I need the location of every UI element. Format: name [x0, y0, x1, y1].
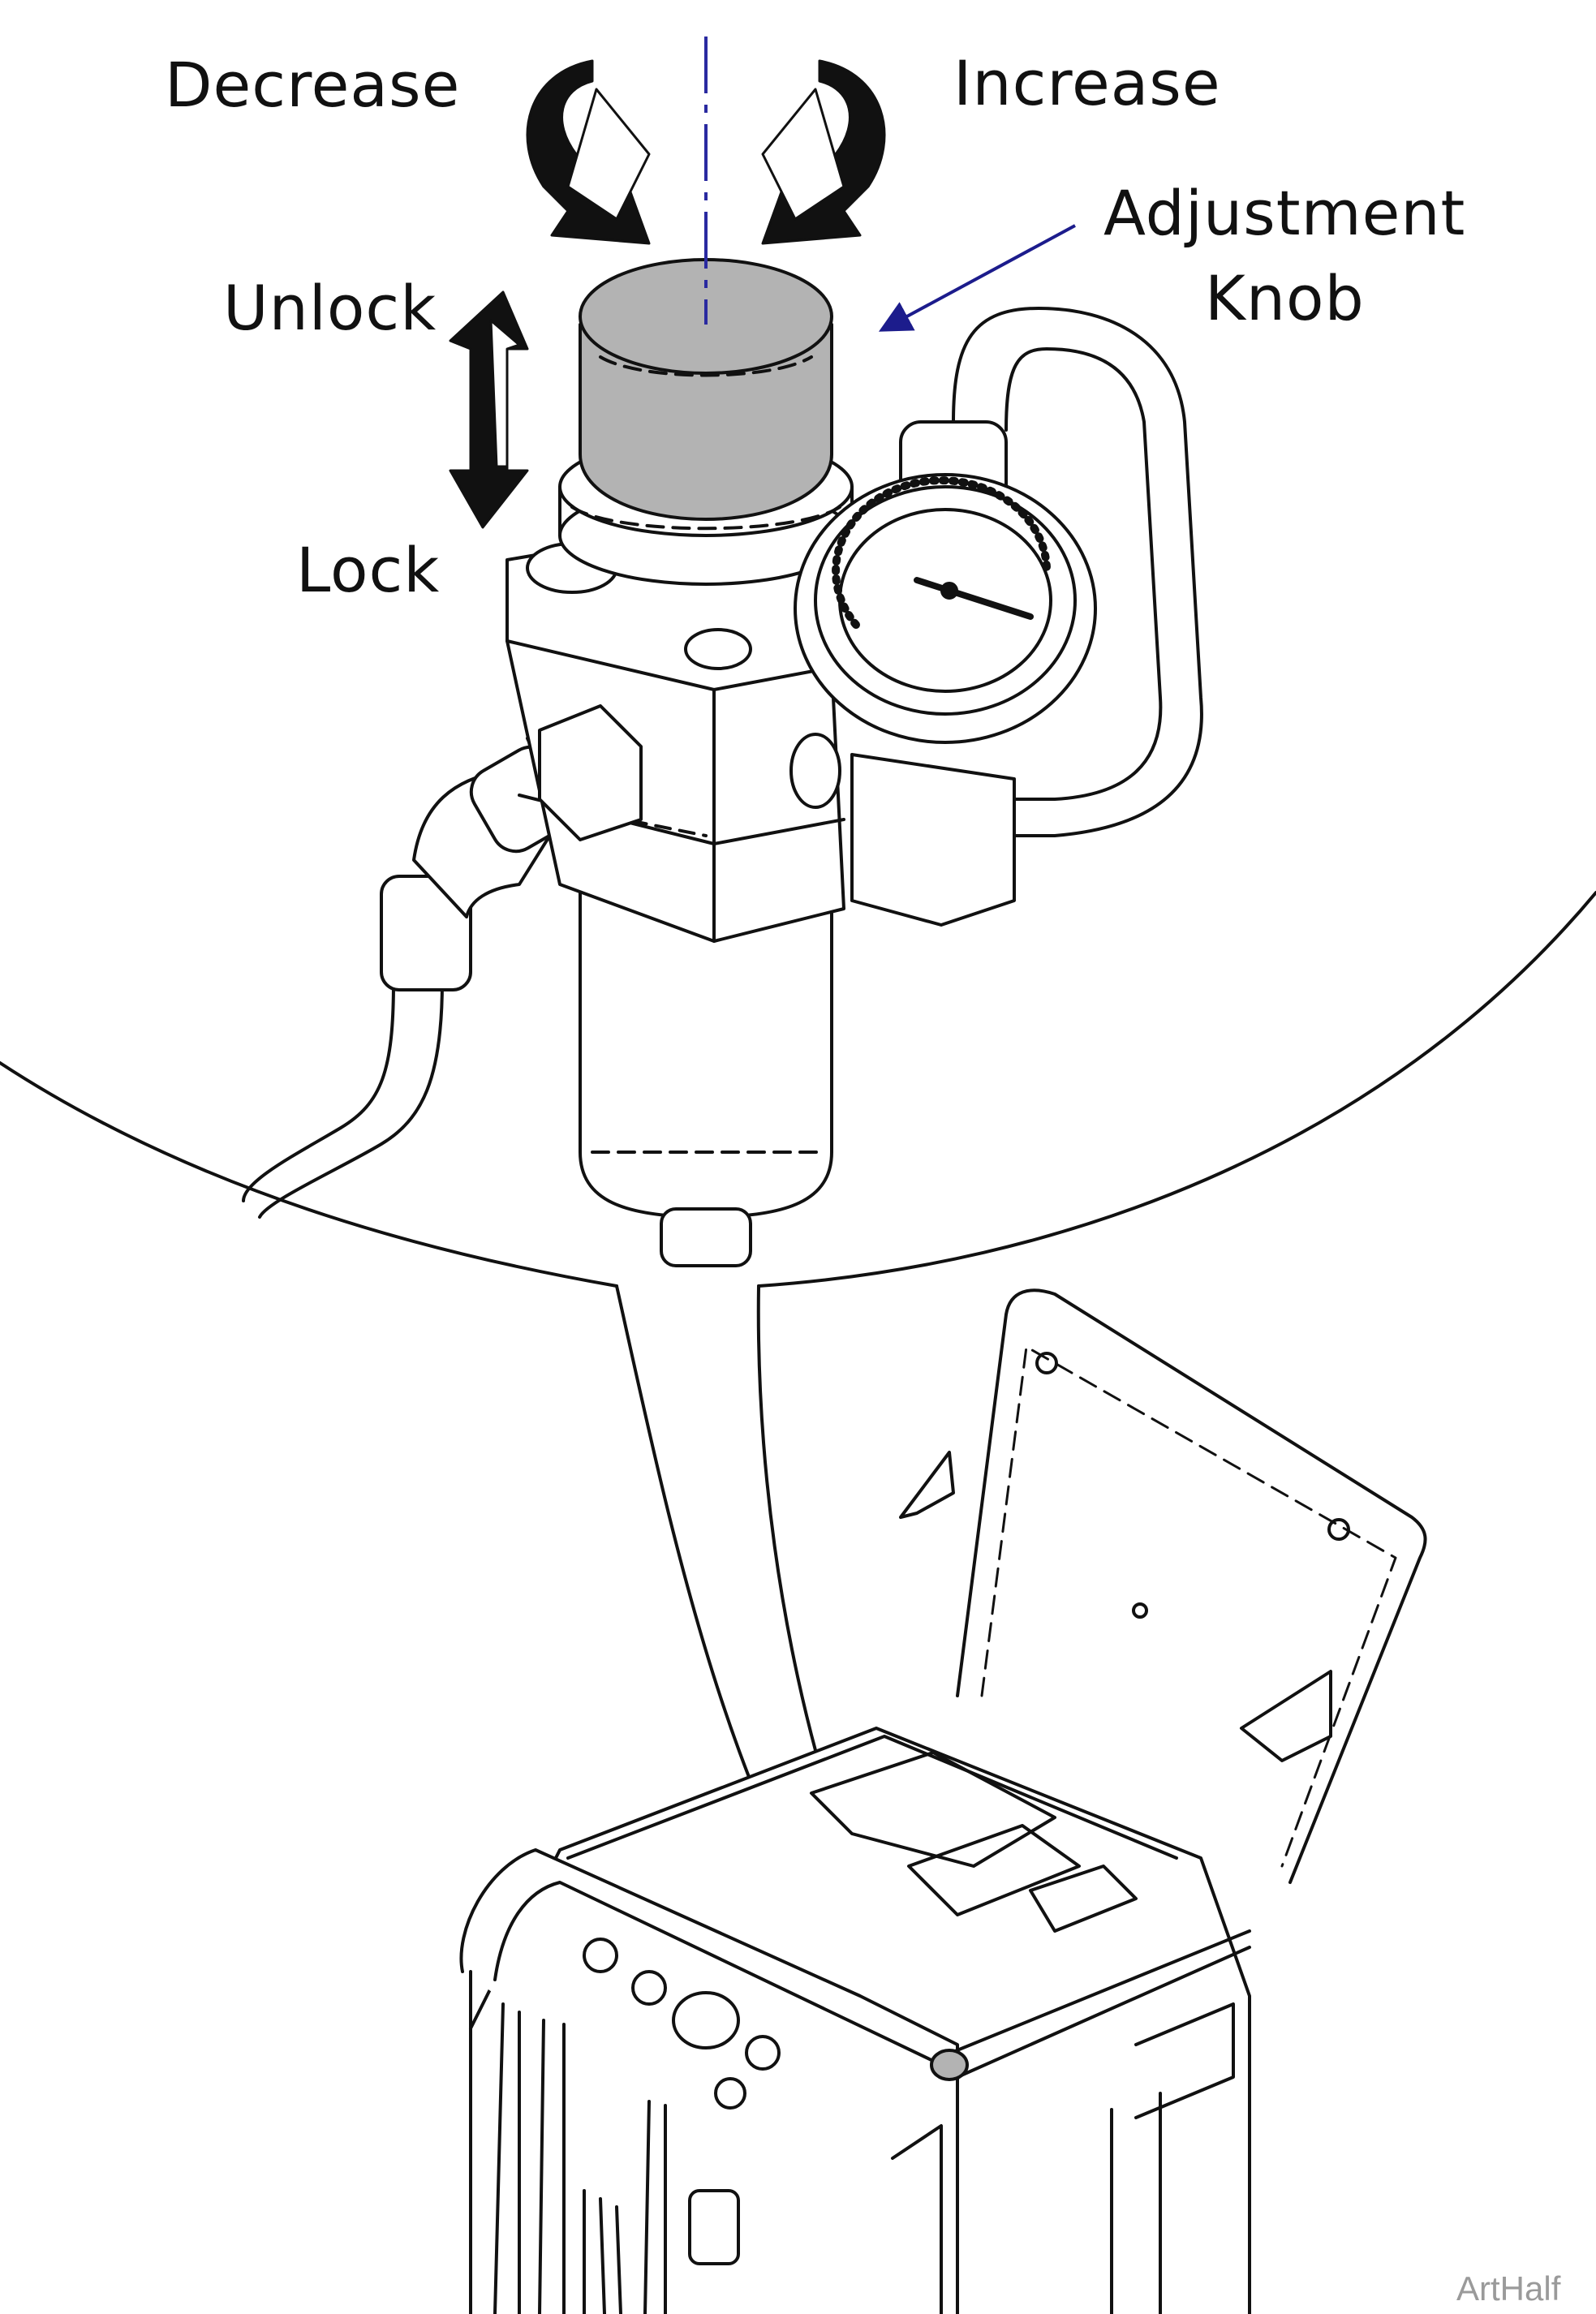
instrument-1	[493, 2002, 521, 2314]
knob-pointer-arrow	[878, 224, 1076, 332]
magnifier-outline	[0, 1061, 618, 1288]
adjustment-knob	[579, 258, 833, 521]
delivery-unit	[459, 1288, 1427, 2314]
adjustment-knob-label-line2: Knob	[1205, 262, 1365, 334]
hex-fitting	[538, 704, 643, 841]
up-down-arrow-icon	[449, 290, 529, 529]
instrument-3	[643, 2100, 667, 2314]
supply-hose	[258, 980, 444, 1219]
unit-front-panel	[459, 1848, 959, 2314]
lock-label: Lock	[296, 534, 441, 606]
decrease-label: Decrease	[165, 49, 461, 121]
increase-label: Increase	[953, 47, 1221, 119]
unlock-label: Unlock	[223, 272, 437, 344]
adjustment-knob-label-line1: Adjustment	[1103, 177, 1466, 249]
pressure-gauge-icon	[794, 473, 1097, 744]
filter-bowl	[579, 891, 833, 1267]
watermark: ArtHalf	[1456, 2269, 1561, 2308]
instrument-2	[538, 2019, 566, 2314]
